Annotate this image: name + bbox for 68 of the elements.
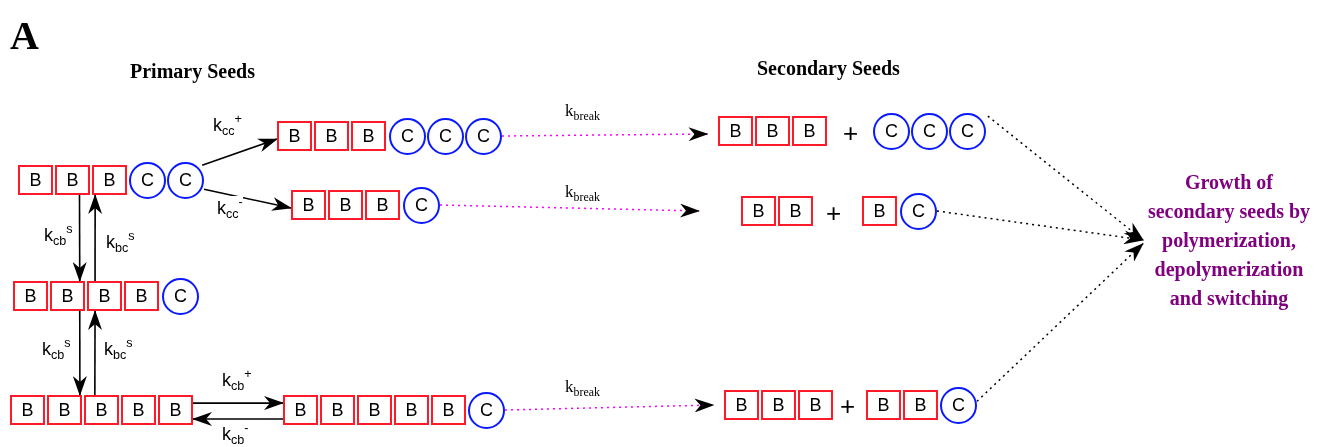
square-monomer: B xyxy=(903,390,938,420)
circle-monomer: C xyxy=(427,117,464,155)
square-monomer: B xyxy=(158,395,193,425)
arrow xyxy=(72,194,87,282)
arrow xyxy=(88,194,103,282)
section-heading: Primary Seeds xyxy=(130,60,255,83)
plus-sign: + xyxy=(826,198,842,229)
square-monomer: B xyxy=(755,116,790,146)
square-monomer: B xyxy=(121,395,156,425)
square-monomer: B xyxy=(798,390,833,420)
square-monomer: B xyxy=(84,395,119,425)
circle-monomer: C xyxy=(949,112,986,150)
arrow xyxy=(201,138,278,166)
arrow xyxy=(192,412,284,426)
square-monomer: B xyxy=(718,116,753,146)
circle-monomer: C xyxy=(129,161,166,199)
square-monomer: B xyxy=(320,395,355,425)
arrow xyxy=(203,188,292,211)
square-monomer: B xyxy=(741,196,776,226)
square-monomer: B xyxy=(13,281,48,311)
square-monomer: B xyxy=(431,395,466,425)
circle-monomer: C xyxy=(940,386,977,424)
square-monomer: B xyxy=(792,116,827,146)
square-monomer: B xyxy=(18,165,53,195)
plus-sign: + xyxy=(840,391,856,422)
square-monomer: B xyxy=(357,395,392,425)
square-monomer: B xyxy=(87,281,122,311)
square-monomer: B xyxy=(761,390,796,420)
square-monomer: B xyxy=(778,196,813,226)
arrow xyxy=(936,210,1144,245)
square-monomer: B xyxy=(328,190,363,220)
arrow xyxy=(501,127,709,142)
arrow xyxy=(88,310,102,396)
arrow xyxy=(504,398,715,413)
square-monomer: B xyxy=(55,165,90,195)
arrow xyxy=(976,242,1144,403)
circle-monomer: C xyxy=(900,192,937,230)
arrow xyxy=(72,310,87,396)
square-monomer: B xyxy=(50,281,85,311)
circle-monomer: C xyxy=(911,112,948,150)
square-monomer: B xyxy=(92,165,127,195)
arrow xyxy=(192,396,284,411)
circle-monomer: C xyxy=(167,161,204,199)
square-monomer: B xyxy=(365,190,400,220)
square-monomer: B xyxy=(10,395,45,425)
circle-monomer: C xyxy=(162,277,199,315)
square-monomer: B xyxy=(862,196,897,226)
section-heading: Secondary Seeds xyxy=(757,57,900,80)
square-monomer: B xyxy=(866,390,901,420)
square-monomer: B xyxy=(277,121,312,151)
circle-monomer: C xyxy=(468,391,505,429)
circle-monomer: C xyxy=(389,117,426,155)
panel-letter: A xyxy=(10,12,39,59)
arrow xyxy=(987,115,1144,241)
square-monomer: B xyxy=(47,395,82,425)
square-monomer: B xyxy=(314,121,349,151)
circle-monomer: C xyxy=(403,186,440,224)
square-monomer: B xyxy=(291,190,326,220)
arrow xyxy=(439,203,700,218)
circle-monomer: C xyxy=(465,117,502,155)
square-monomer: B xyxy=(283,395,318,425)
outcome-text: Growth of secondary seeds by polymerization, depolymerization and switching xyxy=(1146,169,1312,312)
plus-sign: + xyxy=(843,118,859,149)
circle-monomer: C xyxy=(873,112,910,150)
square-monomer: B xyxy=(724,390,759,420)
square-monomer: B xyxy=(124,281,159,311)
square-monomer: B xyxy=(351,121,386,151)
square-monomer: B xyxy=(394,395,429,425)
